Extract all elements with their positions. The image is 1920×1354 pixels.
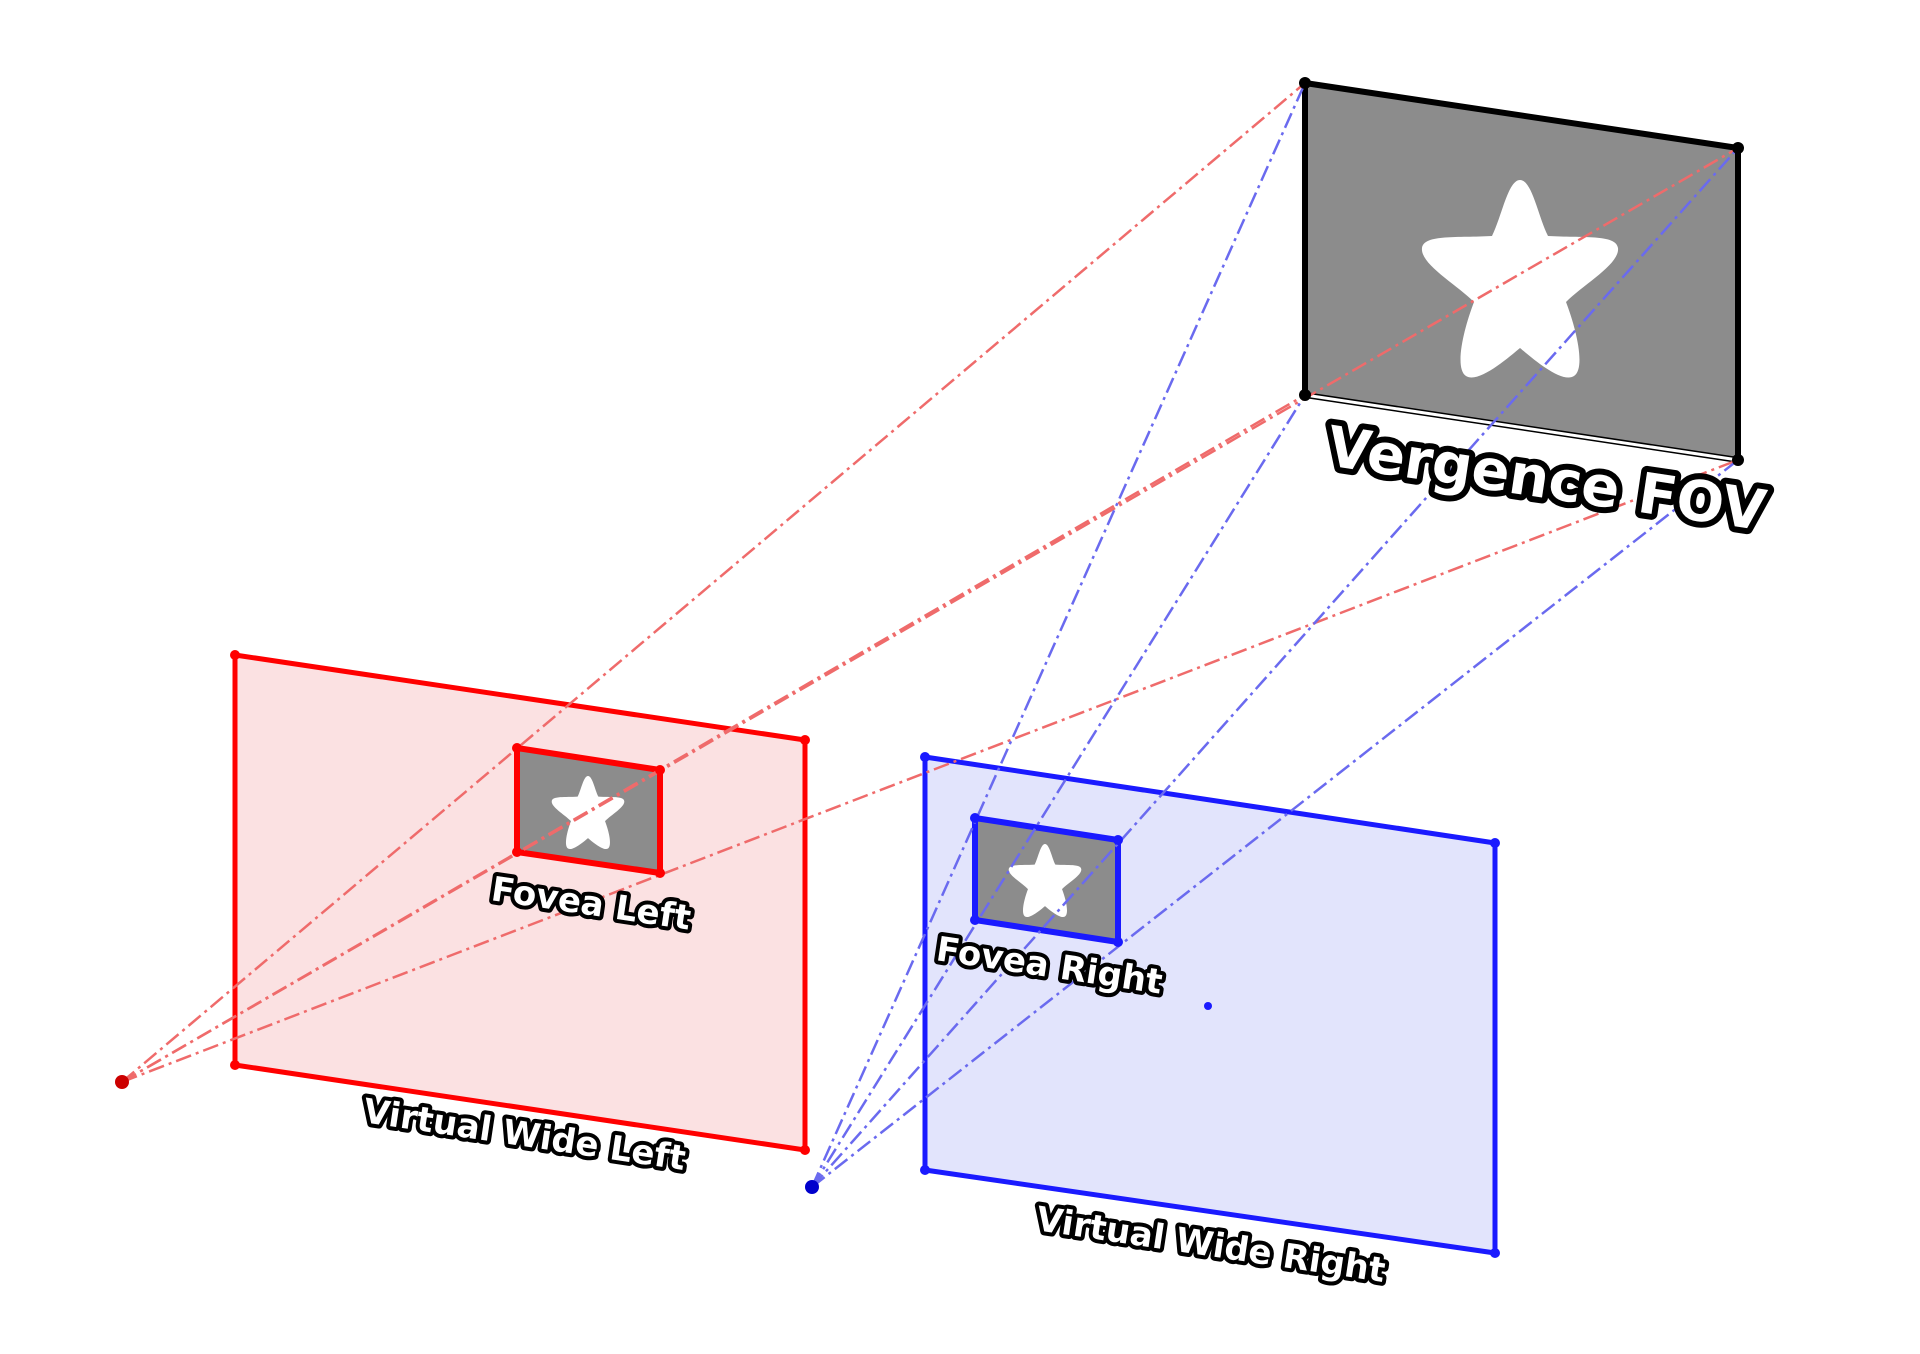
right-ray-bottom-left [810, 394, 1307, 1188]
right-ray-bottom-right [811, 459, 1739, 1188]
vertex [512, 847, 522, 857]
vergence-fov-bottom-edge [1304, 393, 1739, 462]
vertex [230, 650, 240, 660]
vertex [1299, 77, 1311, 89]
vertex [970, 813, 980, 823]
left-ray-top-left [121, 82, 1306, 1083]
virtual-wide-right-vertices [920, 752, 1500, 1258]
left-eye-rays [121, 82, 1739, 1084]
vertex [1732, 142, 1744, 154]
vertex [655, 868, 665, 878]
vertex [920, 1165, 930, 1175]
right-eye-point [805, 1180, 819, 1194]
vertex [1732, 454, 1744, 466]
fovea-left-vertices [512, 743, 665, 878]
vertex [230, 1060, 240, 1070]
vertex [1490, 1248, 1500, 1258]
left-ray-bottom-left [121, 393, 1306, 1084]
right-eye-rays [810, 82, 1739, 1188]
virtual-wide-left-vertices [230, 650, 810, 1155]
vertex [655, 765, 665, 775]
vergence-fov-vertices [1299, 77, 1744, 466]
fovea-right-vertices [970, 813, 1123, 947]
vertex [1113, 937, 1123, 947]
vertex [512, 743, 522, 753]
vertex [1490, 838, 1500, 848]
right-ray-top-left [810, 82, 1307, 1188]
vertex [800, 735, 810, 745]
left-ray-bottom-right [121, 458, 1739, 1084]
vertex [1113, 835, 1123, 845]
vertex [1299, 389, 1311, 401]
vertex [920, 752, 930, 762]
left-eye-point [115, 1075, 129, 1089]
vertex [800, 1145, 810, 1155]
vertex [970, 915, 980, 925]
right-panel-center-point [1204, 1002, 1212, 1010]
